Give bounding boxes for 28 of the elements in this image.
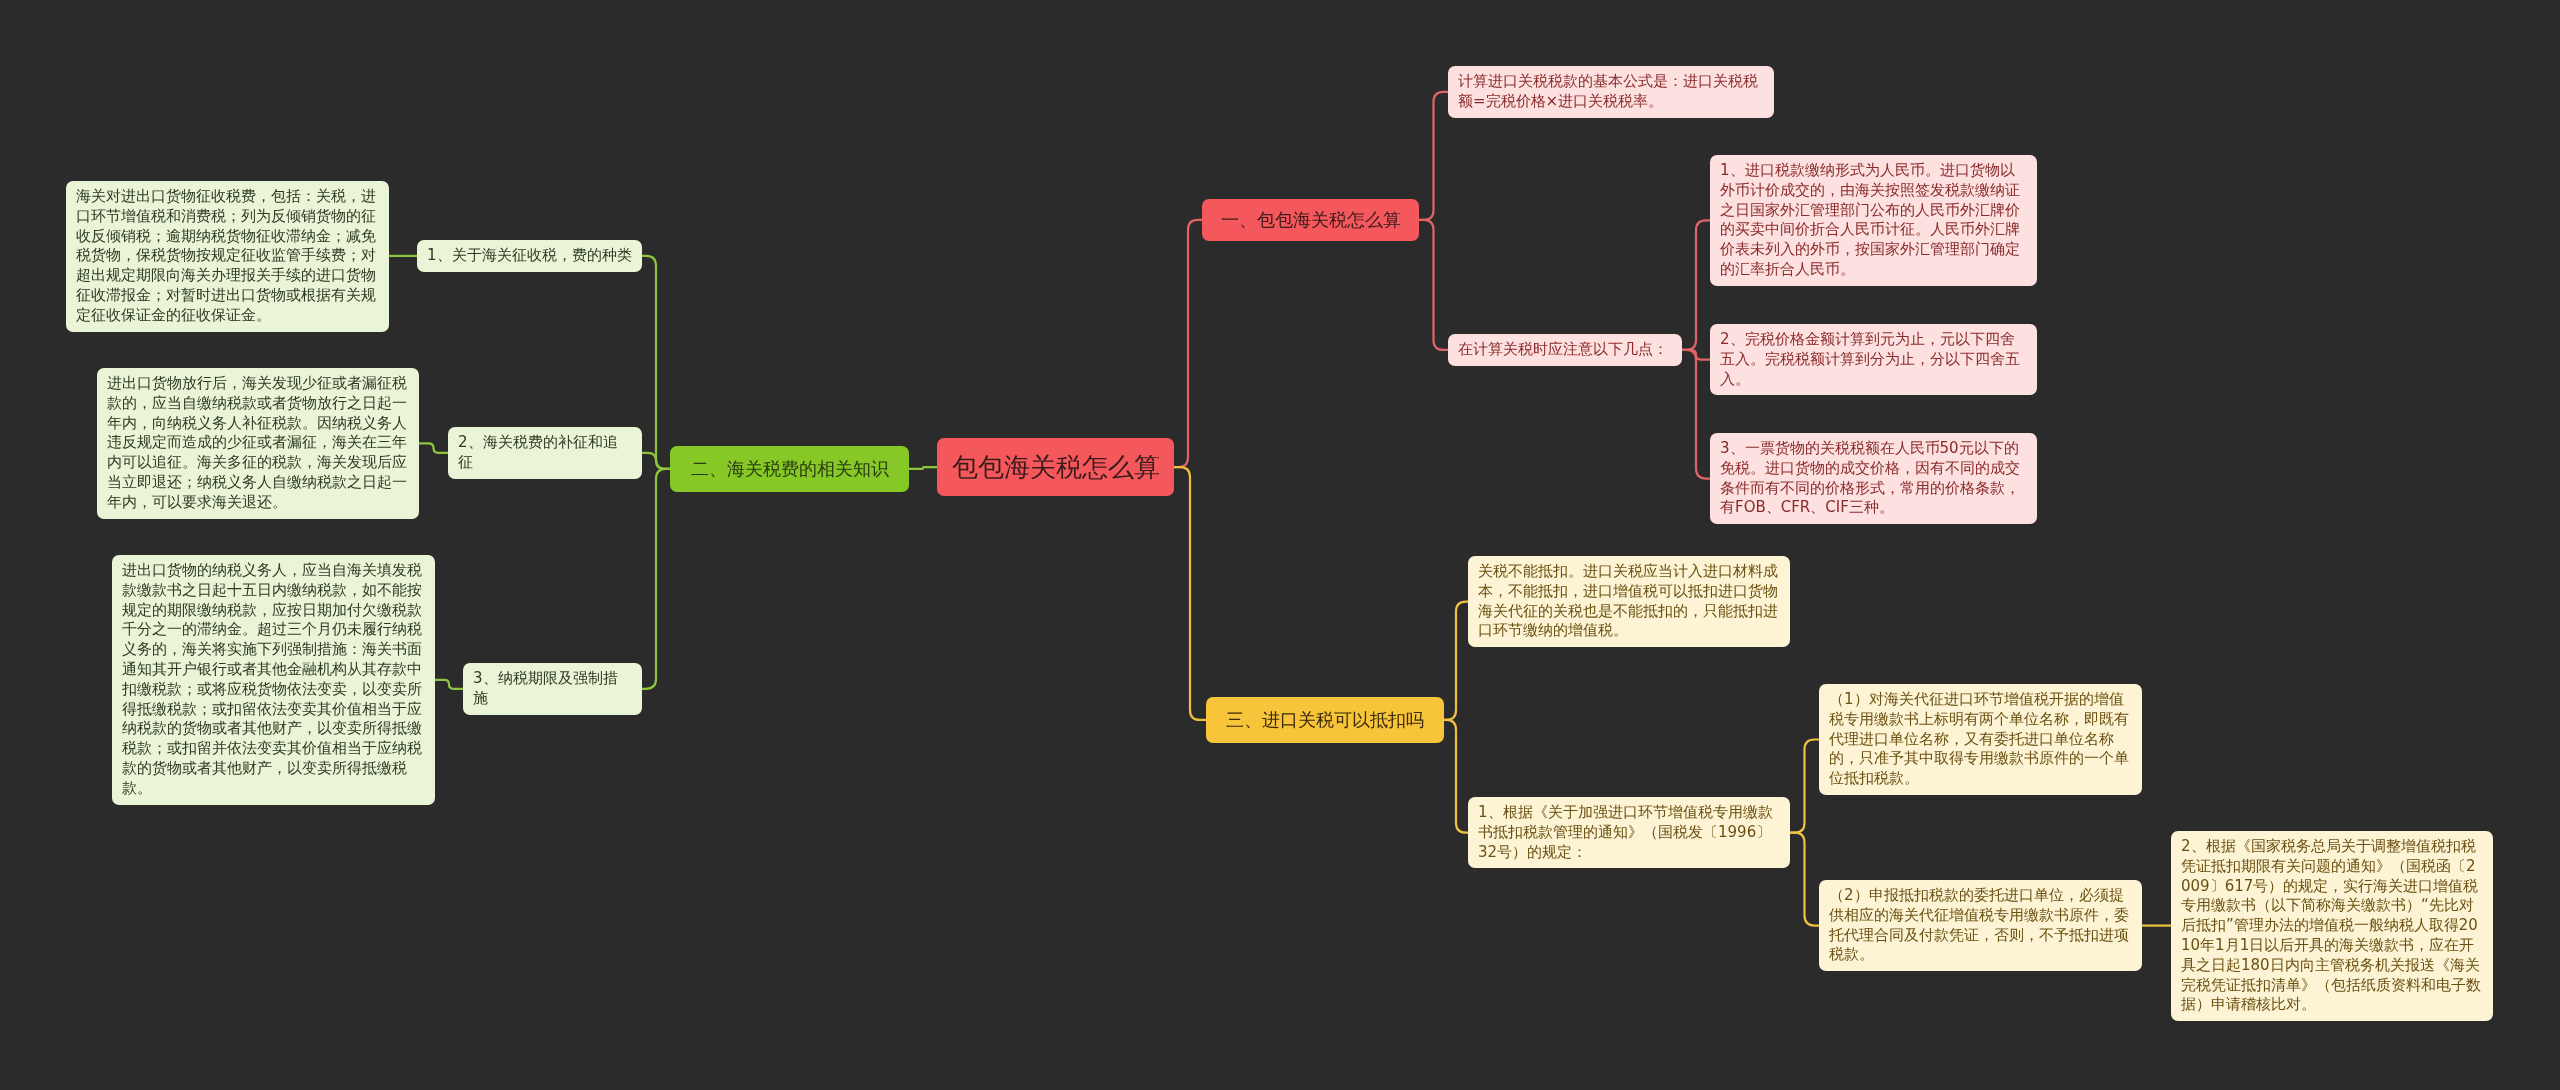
- note-box: 在计算关税时应注意以下几点：: [1448, 334, 1682, 366]
- note-box: （2）申报抵扣税款的委托进口单位，必须提供相应的海关代征增值税专用缴款书原件，委托代理合同及付款凭证，否则，不予抵扣进项税款。: [1819, 880, 2142, 972]
- connector-line: [1444, 718, 1468, 834]
- note-box: 2、完税价格金额计算到元为止，元以下四舍五入。完税税额计算到分为止，分以下四舍五入。: [1710, 324, 2037, 396]
- connector-line: [2142, 924, 2171, 927]
- note-box: （1）对海关代征进口环节增值税开据的增值税专用缴款书上标明有两个单位名称，即既有代理进口单位名称，又有委托进口单位名称的，只准予其中取得专用缴款书原件的一个单位抵扣税款。: [1819, 684, 2142, 795]
- note-box: 1、关于海关征收税，费的种类: [417, 240, 642, 272]
- connector-line: [909, 466, 937, 470]
- note-box: 进出口货物的纳税义务人，应当自海关填发税款缴款书之日起十五日内缴纳税款，如不能按规定的期限缴纳税款，应按日期加付欠缴税款千分之一的滞纳金。超过三个月仍未履行纳税义务的，海关将实施下列强制措施：海关书面通知其开户银行或者其他金融机构从其存款中扣缴税款；或将应税货物依法变卖，以变卖所得抵缴税款；或扣留依法变卖其价值相当于应纳税款的货物或者其他财产，以变卖所得抵缴税款；或扣留并依法变卖其价值相当于应纳税款的货物或者其他财产，以变卖所得抵缴税款。: [112, 555, 435, 805]
- note-box: 2、海关税费的补征和追征: [448, 427, 642, 479]
- connector-line: [419, 442, 448, 454]
- note-box: 3、纳税期限及强制措施: [463, 663, 642, 715]
- note-box: 进出口货物放行后，海关发现少征或者漏征税款的，应当自缴纳税款或者货物放行之日起一年内，向纳税义务人补征税款。因纳税义务人违反规定而造成的少征或者漏征，海关在三年内可以追征。海关多征的税款，海关发现后应当立即退还；纳税义务人自缴纳税款之日起一年内，可以要求海关退还。: [97, 368, 419, 519]
- note-box: 1、根据《关于加强进口环节增值税专用缴款书抵扣税款管理的通知》（国税发〔1996〕32号）的规定：: [1468, 797, 1790, 869]
- branch-topic-box: 三、进口关税可以抵扣吗: [1206, 697, 1444, 743]
- note-box: 3、一票货物的关税税额在人民币50元以下的免税。进口货物的成交价格，因有不同的成交条件而有不同的价格形式，常用的价格条款，有FOB、CFR、CIF三种。: [1710, 433, 2037, 525]
- note-box: 关税不能抵扣。进口关税应当计入进口材料成本，不能抵扣，进口增值税可以抵扣进口货物海关代征的关税也是不能抵扣的，只能抵扣进口环节缴纳的增值税。: [1468, 556, 1790, 648]
- connector-line: [435, 678, 463, 690]
- note-box: 计算进口关税税款的基本公式是：进口关税税额=完税价格×进口关税税率。: [1448, 66, 1774, 118]
- note-box: 1、进口税款缴纳形式为人民币。进口货物以外币计价成交的，由海关按照签发税款缴纳证之日国家外汇管理部门公布的人民币外汇牌价的买卖中间价折合人民币计征。人民币外汇牌价表未列入的外币，按国家外汇管理部门确定的汇率折合人民币。: [1710, 155, 2037, 286]
- connector-line: [389, 254, 417, 257]
- root-topic-box: 包包海关税怎么算: [937, 438, 1174, 497]
- note-box: 2、根据《国家税务总局关于调整增值税扣税凭证抵扣期限有关问题的通知》（国税函〔2009〕617号）的规定，实行海关进口增值税专用缴款书（以下简称海关缴款书）“先比对后抵扣”管理办法的增值税一般纳税人取得2010年1月1日以后开具的海关缴款书，应在开具之日起180日内向主管税务机关报送《海关完税凭证抵扣清单》（包括纸质资料和电子数据）申请稽核比对。: [2171, 831, 2493, 1022]
- connector-line: [1682, 348, 1710, 480]
- branch-topic-box: 一、包包海关税怎么算: [1202, 199, 1419, 241]
- branch-topic-box: 二、海关税费的相关知识: [670, 446, 909, 492]
- note-box: 海关对进出口货物征收税费，包括：关税，进口环节增值税和消费税；列为反倾销货物的征收反倾销税；逾期纳税货物征收滞纳金；减免税货物，保税货物按规定征收监管手续费；对超出规定期限向海关办理报关手续的进口货物征收滞报金；对暂时进出口货物或根据有关规定征收保证金的征收保证金。: [66, 181, 389, 332]
- connector-line: [642, 467, 670, 690]
